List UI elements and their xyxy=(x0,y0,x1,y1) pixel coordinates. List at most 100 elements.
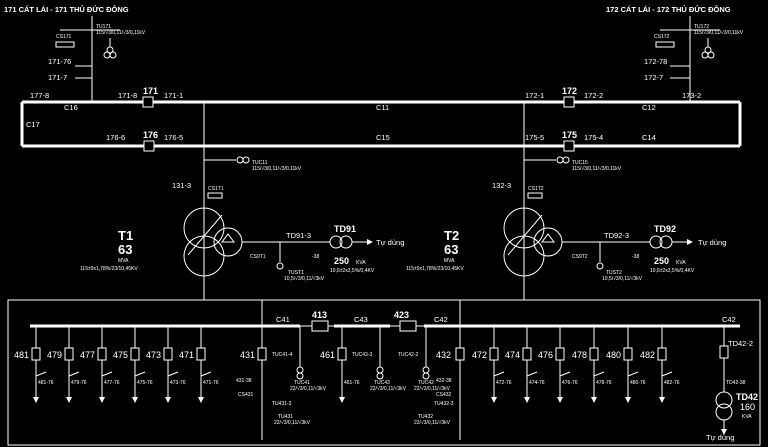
tuc41-ds-label: TUC41-4 xyxy=(272,352,293,358)
tu172-group[interactable]: TU172 115/√3/0,11/√3/0,11kV xyxy=(694,24,744,59)
tuc43-spec: 22/√3/0,11/√3kV xyxy=(370,385,407,392)
feeder-474-label: 474 xyxy=(505,350,520,360)
td91-rating: 250 xyxy=(334,256,349,266)
c11-label: C11 xyxy=(376,103,389,112)
tuc43-label: TUC43 xyxy=(374,380,390,386)
tu171-group[interactable]: TU171 115/√3/0,11/√3/0,11kV xyxy=(96,24,146,59)
ds-472-76-label: 472-76 xyxy=(496,380,512,386)
tu431-spec: 22/√3/0,11/√3kV xyxy=(274,419,311,426)
tuc42-spec: 22/√3/0,11/√3kV xyxy=(414,385,451,392)
cs9t1-label: CS9T1 xyxy=(250,254,266,260)
ds-176-6-label: 176-6 xyxy=(106,133,125,142)
breaker-431[interactable] xyxy=(257,347,267,361)
breaker-461[interactable] xyxy=(337,347,347,361)
cs9t2-label: CS9T2 xyxy=(572,254,588,260)
cs432-label: CS432 xyxy=(436,392,452,398)
ds-478-76-label: 478-76 xyxy=(596,380,612,386)
aux-transformer-td91[interactable] xyxy=(329,235,353,249)
breaker-482[interactable] xyxy=(657,347,667,361)
breaker-175[interactable] xyxy=(563,140,575,152)
ds-475-76-label: 475-76 xyxy=(137,380,153,386)
breaker-478[interactable] xyxy=(589,347,599,361)
breaker-432[interactable] xyxy=(455,347,465,361)
c41-label: C41 xyxy=(276,315,290,324)
ds-171-7-label: 171-7 xyxy=(48,73,67,82)
feeder-480-label: 480 xyxy=(606,350,621,360)
breaker-471[interactable] xyxy=(196,347,206,361)
breaker-480[interactable] xyxy=(623,347,633,361)
feeder-475[interactable]: 475 475-76 xyxy=(113,326,153,403)
cs171-arrester-icon[interactable] xyxy=(55,41,75,48)
tuc42-ds-label: TUC42-2 xyxy=(398,352,419,358)
tu432-ds-label: TU432-3 xyxy=(434,401,454,407)
tust1-label: TUST1 xyxy=(288,270,304,276)
td92-fuse-label: -38 xyxy=(632,254,639,260)
td92-unit: KVA xyxy=(676,260,686,266)
cs172-arrester-icon[interactable] xyxy=(655,41,675,48)
tuc15-winding-icon xyxy=(556,156,564,164)
cs1t1-label: CS1T1 xyxy=(208,186,224,192)
cs172-label: CS172 xyxy=(654,34,670,40)
transformer-t2[interactable] xyxy=(503,207,563,277)
feeder-482-label: 482 xyxy=(640,350,655,360)
tie-breaker-413[interactable] xyxy=(300,320,334,332)
breaker-477[interactable] xyxy=(97,347,107,361)
ds-473-76-label: 473-76 xyxy=(170,380,186,386)
ds-131-3-label: 131-3 xyxy=(172,181,191,190)
aux-transformer-td42[interactable] xyxy=(715,391,733,421)
tie-413-label: 413 xyxy=(312,310,327,320)
transformer-t2-winding-icon xyxy=(503,207,545,249)
fuse-td42[interactable] xyxy=(719,345,729,359)
feeder-471[interactable]: 471 471-76 xyxy=(179,326,219,403)
breaker-474[interactable] xyxy=(522,347,532,361)
breaker-171[interactable] xyxy=(142,96,154,108)
ds-471-76-label: 471-76 xyxy=(203,380,219,386)
cs431-label: CS431 xyxy=(238,392,254,398)
breaker-475[interactable] xyxy=(130,347,140,361)
c17-label: C17 xyxy=(26,120,40,129)
breaker-472[interactable] xyxy=(489,347,499,361)
tu171-winding-icon xyxy=(103,51,111,59)
ds-431-38-label: 431-38 xyxy=(236,378,252,384)
tie-breaker-423[interactable] xyxy=(390,320,424,332)
feeder-471-label: 471 xyxy=(179,350,194,360)
t2-rating: 63 xyxy=(444,242,458,257)
breaker-481[interactable] xyxy=(31,347,41,361)
td42-name: TD42 xyxy=(736,392,758,402)
feeder-461-label: 461 xyxy=(320,350,335,360)
feeder-475-label: 475 xyxy=(113,350,128,360)
td42-unit: KVA xyxy=(742,414,752,420)
ds-td42-2-label: TD42-2 xyxy=(728,339,753,348)
breaker-473[interactable] xyxy=(163,347,173,361)
cs1t1-arrester-icon[interactable] xyxy=(207,192,223,199)
c43-label: C43 xyxy=(354,315,368,324)
transformer-t1-winding-icon xyxy=(183,207,225,249)
t1-name: T1 xyxy=(118,228,133,243)
ds-177-8-label: 177-8 xyxy=(30,91,49,100)
aux-transformer-td92[interactable] xyxy=(649,235,673,249)
transformer-t1[interactable] xyxy=(183,207,243,277)
breaker-476[interactable] xyxy=(555,347,565,361)
tu432-spec: 22/√3/0,11/√3kV xyxy=(414,419,451,426)
breaker-176-label: 176 xyxy=(143,130,158,140)
feeder-431-label: 431 xyxy=(240,350,255,360)
td91-fuse-label: -38 xyxy=(312,254,319,260)
td92-winding-icon xyxy=(649,235,663,249)
breaker-479[interactable] xyxy=(64,347,74,361)
t1-rating: 63 xyxy=(118,242,132,257)
feeder-476-label: 476 xyxy=(538,350,553,360)
breaker-176[interactable] xyxy=(143,140,155,152)
breaker-172[interactable] xyxy=(563,96,575,108)
td91-aux-label: Tự dùng xyxy=(376,238,404,247)
cs1t2-arrester-icon[interactable] xyxy=(527,192,543,199)
